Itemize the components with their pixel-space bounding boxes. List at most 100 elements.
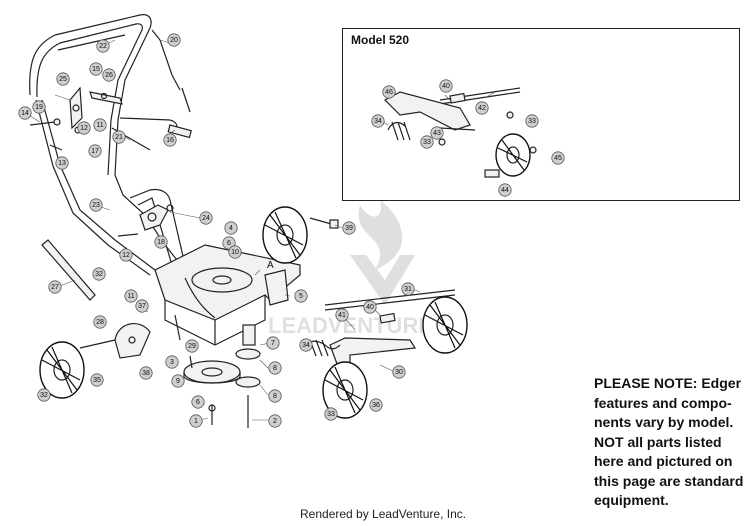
callout-circle: [299, 338, 313, 352]
callout-number: 10: [231, 249, 239, 256]
callout-number: 17: [91, 148, 99, 155]
callout-circle: [266, 336, 280, 350]
callout-14: 14: [18, 106, 32, 120]
callout-6b: 6: [191, 395, 205, 409]
callout-circle: [430, 126, 444, 140]
callout-number: 8: [273, 393, 277, 400]
callout-circle: [56, 72, 70, 86]
bolt-39: [309, 217, 339, 229]
callout-circle: [342, 221, 356, 235]
callout-circle: [371, 114, 385, 128]
callout-circle: [163, 133, 177, 147]
callout-circle: [32, 100, 46, 114]
callout-circle: [93, 118, 107, 132]
callout-circle: [224, 221, 238, 235]
svg-text:LEADVENTURE: LEADVENTURE: [268, 313, 433, 338]
control-bracket: [69, 86, 123, 130]
callout-number: 24: [202, 215, 210, 222]
callout-number: 31: [404, 286, 412, 293]
callout-10: 10: [228, 245, 242, 259]
callout-circle: [55, 156, 69, 170]
callout-circle: [335, 308, 349, 322]
note-line: NOT all parts listed: [594, 433, 722, 450]
callout-30: 30: [392, 365, 406, 379]
footer-credit: Rendered by LeadVenture, Inc.: [300, 507, 467, 521]
callout-7: 7: [266, 336, 280, 350]
callout-number: 28: [96, 319, 104, 326]
callout-12b: 12: [119, 248, 133, 262]
callout-circle: [171, 374, 185, 388]
callout-circle: [369, 398, 383, 412]
callout-number: 44: [501, 187, 509, 194]
callout-number: 25: [59, 76, 67, 83]
callout-number: 30: [395, 369, 403, 376]
callout-number: 6: [196, 399, 200, 406]
callout-1: 1: [189, 414, 203, 428]
callout-24: 24: [199, 211, 213, 225]
callout-16: 16: [163, 133, 177, 147]
callout-number: 14: [21, 110, 29, 117]
callout-circle: [392, 365, 406, 379]
callout-circle: [119, 248, 133, 262]
callout-33c: 33: [525, 114, 539, 128]
callout-circle: [92, 267, 106, 281]
callout-number: 1: [194, 418, 198, 425]
callout-4: 4: [224, 221, 238, 235]
callout-37: 37: [135, 299, 149, 313]
callout-circle: [90, 373, 104, 387]
cable-and-rod: [111, 29, 192, 151]
callout-number: 18: [157, 239, 165, 246]
callout-34b: 34: [299, 338, 313, 352]
callout-number: 22: [99, 43, 107, 50]
callout-number: 42: [478, 105, 486, 112]
callout-number: 32: [40, 392, 48, 399]
inset-title: Model 520: [351, 33, 410, 47]
callout-17: 17: [88, 144, 102, 158]
callout-number: 39: [345, 225, 353, 232]
callout-number: 34: [374, 118, 382, 125]
callout-number: 11: [127, 293, 134, 300]
leadventure-watermark-logo: LEADVENTURE: [268, 200, 433, 338]
callout-26: 26: [102, 68, 116, 82]
callout-number: 16: [166, 137, 174, 144]
callout-circle: [382, 85, 396, 99]
callout-43: 43: [430, 126, 444, 140]
callout-23: 23: [89, 198, 103, 212]
callout-number: 2: [273, 418, 277, 425]
callout-35: 35: [90, 373, 104, 387]
callout-circle: [89, 198, 103, 212]
callout-number: 26: [105, 72, 113, 79]
callout-circle: [439, 79, 453, 93]
callout-20: 20: [167, 33, 181, 47]
wheel-bottom: [322, 361, 368, 419]
callout-11a: 11: [93, 118, 107, 132]
callout-circle: [294, 289, 308, 303]
callout-number: 8: [273, 365, 277, 372]
callout-12a: 12: [77, 121, 91, 135]
wheel-bracket-left: [79, 323, 151, 359]
callout-circle: [135, 299, 149, 313]
callout-circle: [77, 121, 91, 135]
callout-circle: [191, 395, 205, 409]
callout-number: 5: [299, 293, 303, 300]
callout-number: 40: [442, 83, 450, 90]
wheel-top: [262, 206, 308, 264]
callout-circle: [37, 388, 51, 402]
callout-number: 7: [271, 340, 275, 347]
callout-number: 46: [385, 89, 393, 96]
callout-9: 9: [171, 374, 185, 388]
callout-circle: [93, 315, 107, 329]
callout-number: 36: [372, 402, 380, 409]
callout-34a: 34: [371, 114, 385, 128]
note-line: here and pictured on: [594, 453, 733, 469]
callout-45: 45: [551, 151, 565, 165]
callout-number: 29: [188, 343, 196, 350]
callout-number: 20: [170, 37, 178, 44]
note-line: equipment.: [594, 492, 669, 508]
callout-number: 6: [227, 240, 231, 247]
callout-circle: [324, 407, 338, 421]
callout-5: 5: [294, 289, 308, 303]
note-line: nents vary by model.: [594, 414, 734, 430]
callout-33b: 33: [324, 407, 338, 421]
